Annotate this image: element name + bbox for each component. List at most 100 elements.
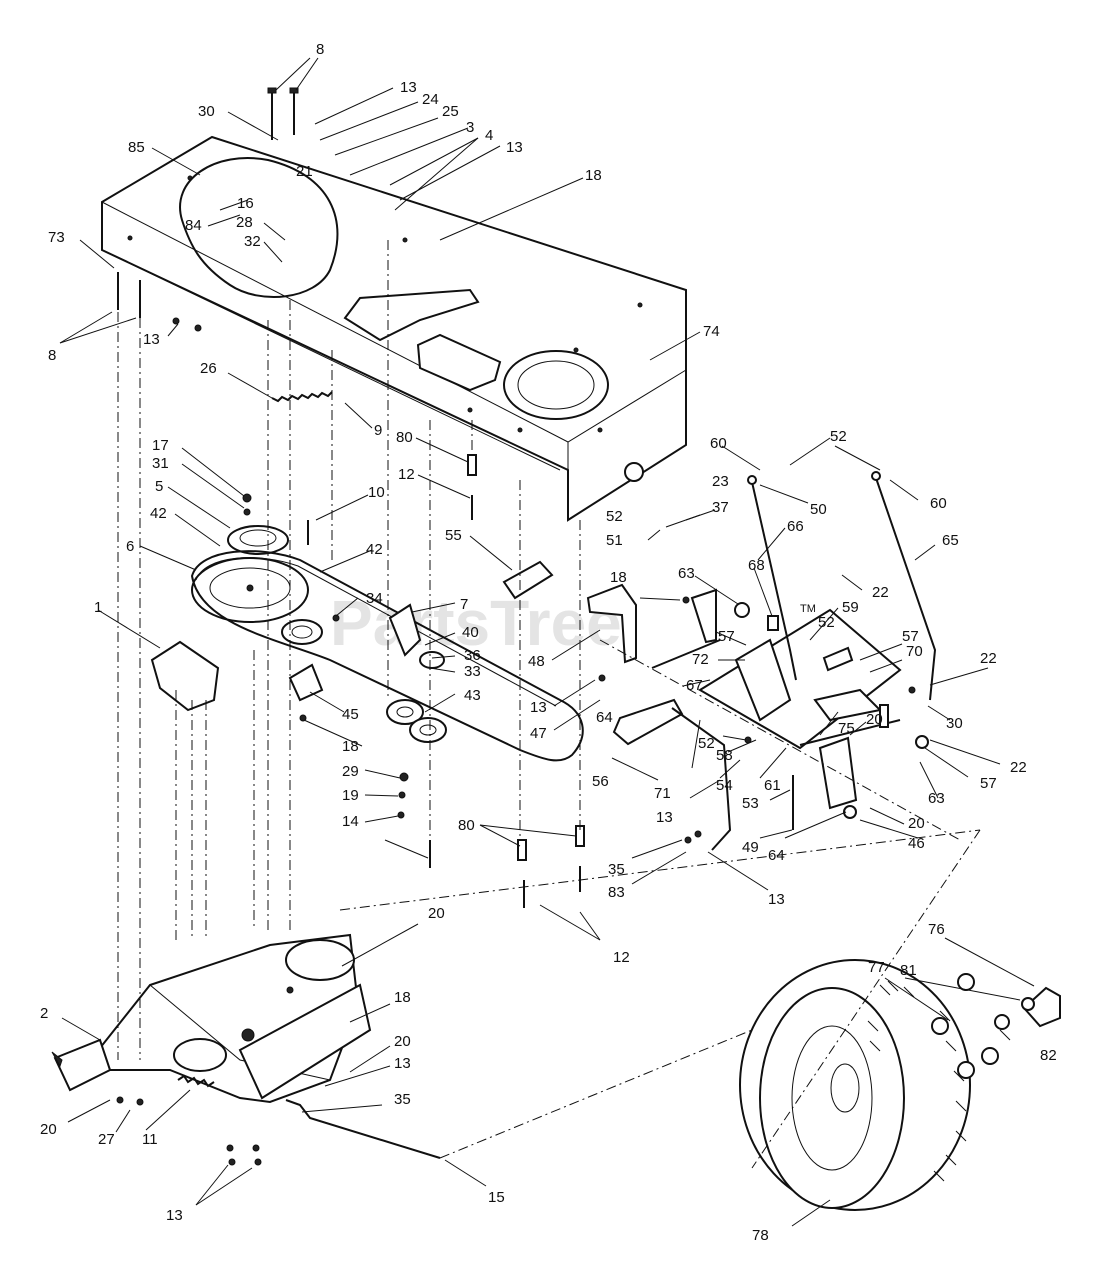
engine-pulley-part-5 [227,525,289,555]
callout-20: 20 [428,905,445,922]
callout-25: 25 [442,103,459,120]
callout-73: 73 [48,229,65,246]
callout-66: 66 [787,518,804,535]
idler-pulley-part-45 [281,619,324,702]
callout-15: 15 [488,1189,505,1206]
frame-part-74 [101,135,687,522]
callout-12: 12 [398,466,415,483]
callout-77: 77 [868,959,885,976]
callout-49: 49 [742,839,759,856]
bracket-part-55 [502,560,554,600]
wheel-hardware-parts [931,973,1061,1079]
callout-13: 13 [656,809,673,826]
callout-20: 20 [908,815,925,832]
rod-part-65 [871,471,937,701]
shift-lever-part-71 [612,698,732,851]
callout-70: 70 [906,643,923,660]
double-pulley-part-6 [191,557,309,623]
callout-13: 13 [768,891,785,908]
callout-51: 51 [606,532,623,549]
callout-17: 17 [152,437,169,454]
callout-22: 22 [872,584,889,601]
callout-78: 78 [752,1227,769,1244]
bolt-part-8-left [117,272,141,318]
callout-35: 35 [394,1091,411,1108]
callout-42: 42 [366,541,383,558]
callout-58: 58 [716,747,733,764]
callout-40: 40 [462,624,479,641]
callout-10: 10 [368,484,385,501]
callout-18: 18 [610,569,627,586]
belt-guide-part-21 [179,157,339,298]
callout-43: 43 [464,687,481,704]
callout-2: 2 [40,1005,48,1022]
callout-52: 52 [818,614,835,631]
callout-81: 81 [900,962,917,979]
callout-14: 14 [342,813,359,830]
callout-13: 13 [166,1207,183,1224]
callout-29: 29 [342,763,359,780]
callout-57: 57 [718,628,735,645]
callout-12: 12 [613,949,630,966]
callout-1: 1 [94,599,102,616]
callout-84: 84 [185,217,202,234]
callout-64: 64 [768,847,785,864]
callout-labels: 8 13 24 25 3 4 13 30 85 21 18 16 84 28 7… [40,41,1057,1244]
trademark-mark: TM [800,603,816,615]
callout-32: 32 [244,233,261,250]
callout-72: 72 [692,651,709,668]
callout-11: 11 [142,1131,158,1148]
spring-part-26 [271,391,333,403]
callout-30: 30 [198,103,215,120]
leader-lines [59,57,1035,1227]
spring-part-27 [177,1074,215,1088]
callout-24: 24 [422,91,439,108]
callout-64: 64 [596,709,613,726]
callout-53: 53 [742,795,759,812]
callout-9: 9 [374,422,382,439]
callout-5: 5 [155,478,163,495]
callout-80: 80 [396,429,413,446]
wheel-part-78 [739,959,971,1211]
callout-34: 34 [366,590,383,607]
callout-54: 54 [716,777,733,794]
callout-75: 75 [838,720,855,737]
callout-52: 52 [606,508,623,525]
callout-28: 28 [236,214,253,231]
callout-20: 20 [866,711,883,728]
callout-56: 56 [592,773,609,790]
callout-33: 33 [464,663,481,680]
callout-30: 30 [946,715,963,732]
callout-26: 26 [200,360,217,377]
callout-48: 48 [528,653,545,670]
callout-45: 45 [342,706,359,723]
callout-7: 7 [460,596,468,613]
callout-18: 18 [342,738,359,755]
callout-82: 82 [1040,1047,1057,1064]
callout-83: 83 [608,884,625,901]
callout-67: 67 [686,677,703,694]
callout-20: 20 [40,1121,57,1138]
callout-63: 63 [928,790,945,807]
callout-35: 35 [608,861,625,878]
callout-42: 42 [150,505,167,522]
callout-18: 18 [585,167,602,184]
exploded-view-dashed-lines [117,240,981,1169]
callout-55: 55 [445,527,462,544]
callout-80: 80 [458,817,475,834]
callout-6: 6 [126,538,134,555]
callout-74: 74 [703,323,720,340]
idler-pulley-part-43 [386,699,447,743]
callout-13: 13 [400,79,417,96]
callout-52: 52 [830,428,847,445]
callout-13: 13 [506,139,523,156]
bolt-part-8-top [267,87,299,140]
callout-16: 16 [237,195,254,212]
transaxle-part-2 [51,933,372,1166]
callout-36: 36 [464,647,481,664]
callout-13: 13 [530,699,547,716]
shift-linkage-assembly [586,583,929,844]
callout-52: 52 [698,735,715,752]
callout-85: 85 [128,139,145,156]
